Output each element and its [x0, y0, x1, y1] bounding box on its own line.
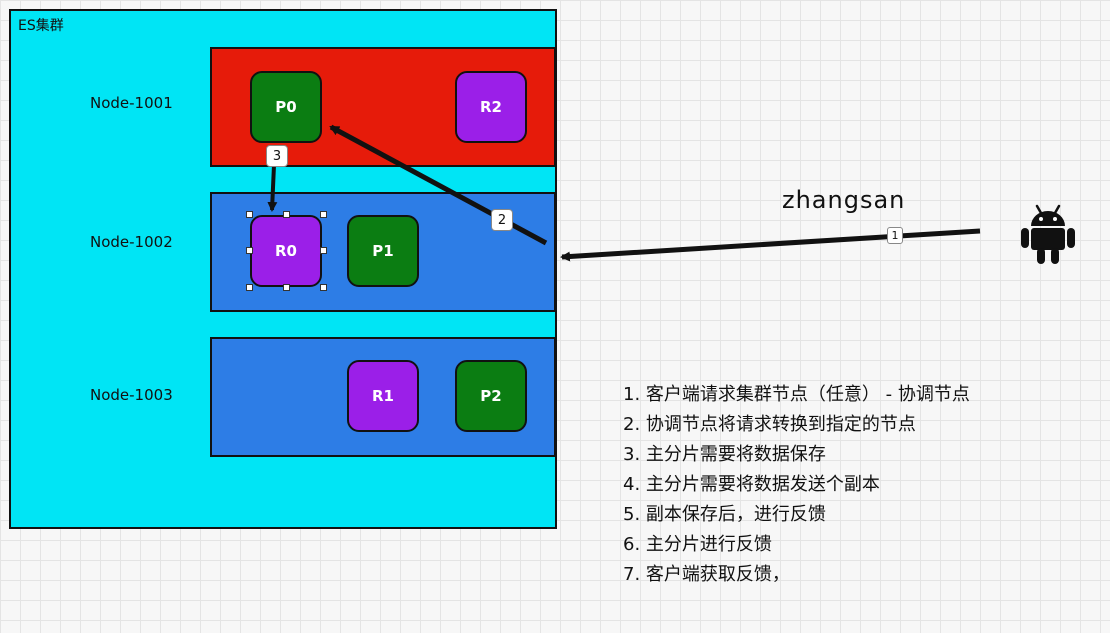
selection-handle[interactable]: [246, 247, 253, 254]
step-item: 5. 副本保存后，进行反馈: [623, 504, 826, 525]
node-1002-label: Node-1002: [90, 233, 173, 251]
shard-r1[interactable]: R1: [347, 360, 419, 432]
selection-handle[interactable]: [283, 284, 290, 291]
selection-handle[interactable]: [246, 284, 253, 291]
step-item: 3. 主分片需要将数据保存: [623, 444, 826, 465]
shard-p1[interactable]: P1: [347, 215, 419, 287]
step-item: 7. 客户端获取反馈，: [623, 564, 790, 585]
step-item: 1. 客户端请求集群节点（任意） - 协调节点: [623, 384, 970, 405]
arrow-label-1: 1: [887, 227, 903, 244]
cluster-title: ES集群: [18, 18, 64, 34]
node-1001-label: Node-1001: [90, 94, 173, 112]
shard-r2[interactable]: R2: [455, 71, 527, 143]
client-name: zhangsan: [782, 186, 906, 214]
android-icon: [1021, 204, 1075, 264]
selection-handle[interactable]: [283, 211, 290, 218]
selection-handle[interactable]: [320, 284, 327, 291]
shard-r0[interactable]: R0: [250, 215, 322, 287]
shard-p2[interactable]: P2: [455, 360, 527, 432]
selection-handle[interactable]: [320, 247, 327, 254]
step-item: 2. 协调节点将请求转换到指定的节点: [623, 414, 916, 435]
shard-p0[interactable]: P0: [250, 71, 322, 143]
arrow-client-to-coordinator: [560, 228, 981, 262]
arrow-label-3: 3: [266, 145, 288, 167]
selection-handle[interactable]: [320, 211, 327, 218]
step-item: 4. 主分片需要将数据发送个副本: [623, 474, 880, 495]
selection-handle[interactable]: [246, 211, 253, 218]
arrow-label-2: 2: [491, 209, 513, 231]
step-item: 6. 主分片进行反馈: [623, 534, 772, 555]
steps-list: 1. 客户端请求集群节点（任意） - 协调节点 2. 协调节点将请求转换到指定的…: [623, 380, 1083, 590]
node-1003-label: Node-1003: [90, 386, 173, 404]
